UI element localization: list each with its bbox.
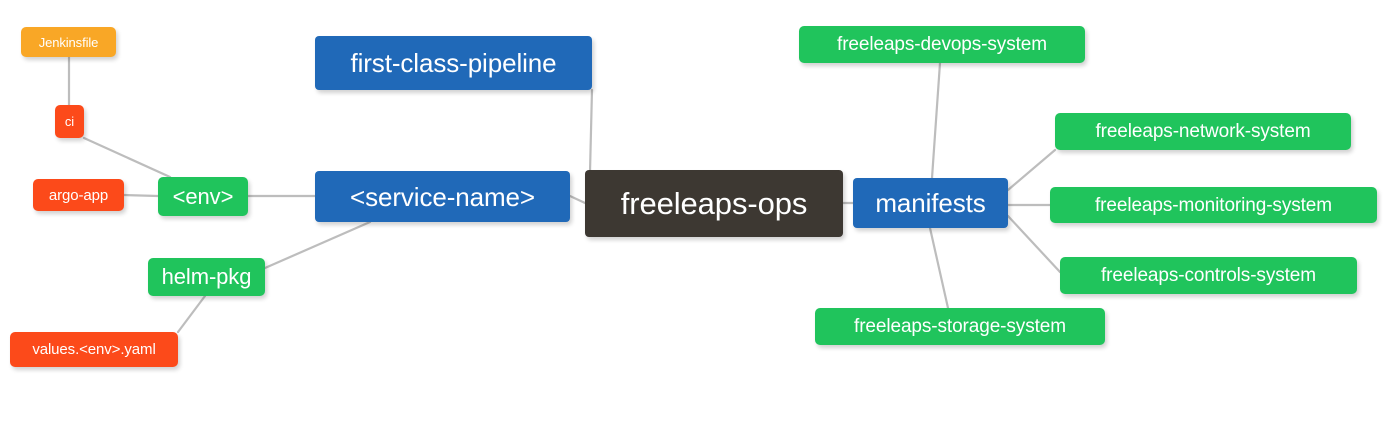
node-env[interactable]: <env> [158,177,248,216]
node-ci[interactable]: ci [55,105,84,138]
edge-manifests-to-devops_system [930,61,942,180]
edge-manifests-to-controls_system [1006,214,1062,274]
edge-helm_pkg-to-values_yaml [176,294,207,334]
node-service-name[interactable]: <service-name> [315,171,570,222]
node-first-class-pipeline[interactable]: first-class-pipeline [315,36,592,90]
node-manifests[interactable]: manifests [853,178,1008,228]
node-freeleaps-network-system[interactable]: freeleaps-network-system [1055,113,1351,150]
edge-root-to-first_class_pipeline [588,88,594,174]
edge-root-to-service_name [568,194,587,205]
node-freeleaps-storage-system[interactable]: freeleaps-storage-system [815,308,1105,345]
node-argo-app[interactable]: argo-app [33,179,124,211]
node-values-env-yaml[interactable]: values.<env>.yaml [10,332,178,367]
edge-env-to-argo_app [122,193,160,198]
edge-service_name-to-helm_pkg [263,220,372,270]
edge-manifests-to-network_system [1006,148,1057,192]
node-jenkinsfile[interactable]: Jenkinsfile [21,27,116,57]
edge-env-to-ci [82,136,172,179]
node-helm-pkg[interactable]: helm-pkg [148,258,265,296]
edge-manifests-to-storage_system [928,226,950,310]
node-freeleaps-ops[interactable]: freeleaps-ops [585,170,843,237]
node-freeleaps-monitoring-system[interactable]: freeleaps-monitoring-system [1050,187,1377,223]
node-freeleaps-devops-system[interactable]: freeleaps-devops-system [799,26,1085,63]
node-freeleaps-controls-system[interactable]: freeleaps-controls-system [1060,257,1357,294]
